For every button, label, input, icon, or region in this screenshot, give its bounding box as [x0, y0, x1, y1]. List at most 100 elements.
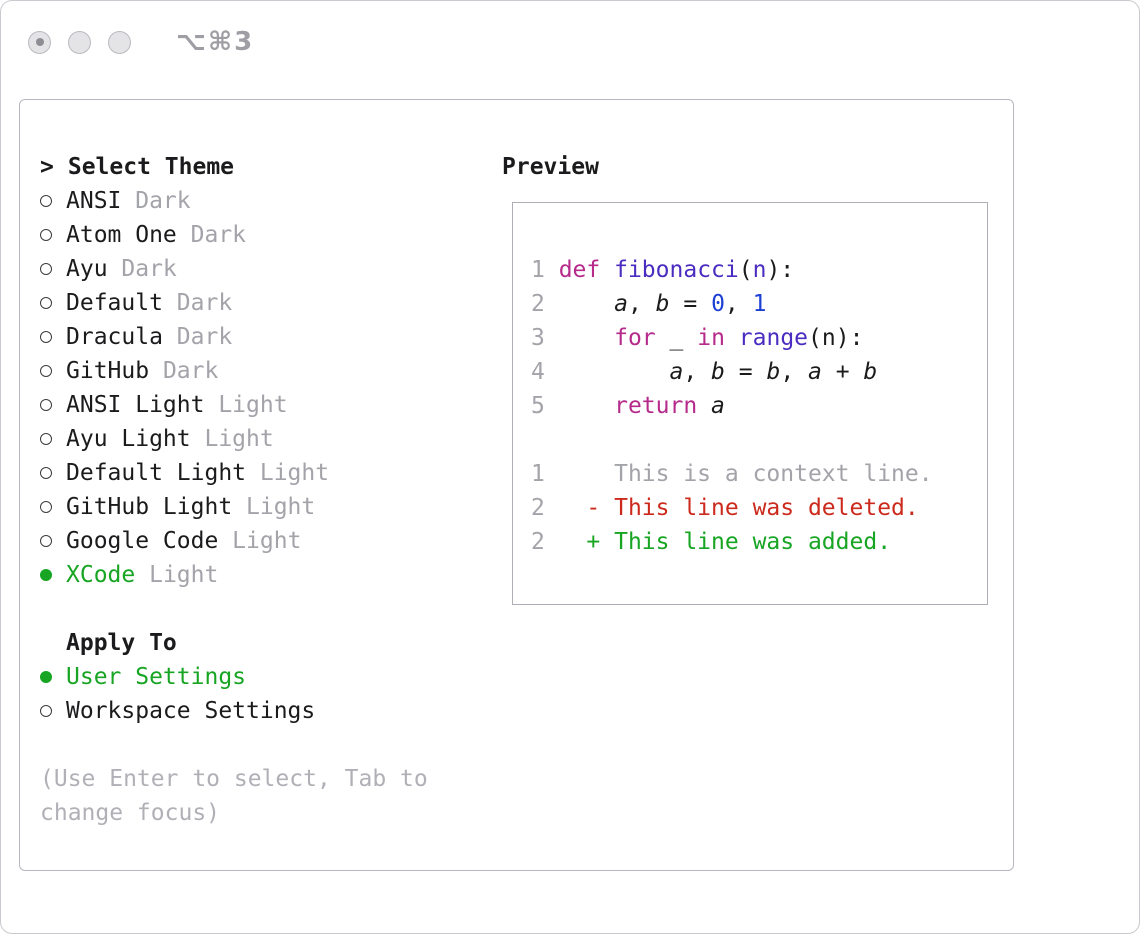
- theme-option-ayu[interactable]: Ayu Dark: [40, 252, 480, 286]
- apply-option-workspace-settings[interactable]: Workspace Settings: [40, 694, 480, 728]
- radio-selected-icon: [40, 671, 52, 683]
- radio-unselected-icon: [40, 433, 52, 445]
- theme-option-xcode[interactable]: XCode Light: [40, 558, 480, 592]
- line-number: 3: [531, 325, 559, 351]
- token-plain: +: [821, 359, 864, 385]
- token-kw: in: [697, 325, 725, 351]
- window-minimize-button[interactable]: [68, 30, 91, 54]
- theme-option-ansi-light[interactable]: ANSI Light Light: [40, 388, 480, 422]
- line-number: 2: [531, 529, 559, 555]
- apply-option-label: User Settings: [66, 664, 247, 690]
- line-number: 5: [531, 393, 559, 419]
- token-it: a: [669, 359, 684, 385]
- preview-title: Preview: [502, 154, 599, 180]
- token-plain: [656, 325, 670, 351]
- token-add: + This line was added.: [558, 529, 892, 555]
- theme-variant-label: Light: [204, 392, 288, 418]
- radio-unselected-icon: [40, 467, 52, 479]
- theme-variant-label: Light: [218, 528, 302, 554]
- radio-unselected-icon: [40, 331, 52, 343]
- radio-unselected-icon: [40, 501, 52, 513]
- theme-option-label: Dracula: [66, 324, 163, 350]
- spacer: [40, 728, 480, 762]
- titlebar: ⌥⌘3: [28, 27, 254, 57]
- token-num: 1: [752, 291, 767, 317]
- theme-option-atom-one[interactable]: Atom One Dark: [40, 218, 480, 252]
- theme-option-label: ANSI Light: [66, 392, 205, 418]
- token-del: - This line was deleted.: [558, 495, 919, 521]
- token-plain: [559, 359, 670, 385]
- token-fn: fibonacci: [614, 257, 739, 283]
- select-theme-title: Select Theme: [67, 154, 235, 180]
- theme-variant-label: Dark: [107, 256, 177, 282]
- code-line-blank: [531, 423, 987, 457]
- token-plain: [559, 291, 614, 317]
- theme-option-label: Ayu Light: [66, 426, 191, 452]
- theme-option-dracula[interactable]: Dracula Dark: [40, 320, 480, 354]
- token-plain: [600, 257, 614, 283]
- token-it: b: [863, 359, 878, 385]
- window-shortcut-label: ⌥⌘3: [176, 27, 255, 57]
- token-plain: ):: [835, 325, 864, 351]
- token-plain: ):: [766, 257, 795, 283]
- theme-option-ayu-light[interactable]: Ayu Light Light: [40, 422, 480, 456]
- theme-variant-label: Light: [135, 562, 219, 588]
- spacer: [40, 592, 480, 626]
- line-number: 1: [531, 257, 559, 283]
- theme-option-label: Default Light: [66, 460, 247, 486]
- theme-option-github-light[interactable]: GitHub Light Light: [40, 490, 480, 524]
- radio-unselected-icon: [40, 195, 52, 207]
- theme-option-default[interactable]: Default Dark: [40, 286, 480, 320]
- token-plain: [683, 325, 697, 351]
- token-kw: def: [558, 257, 601, 283]
- token-plain: ,: [724, 291, 753, 317]
- theme-option-ansi[interactable]: ANSI Dark: [40, 184, 480, 218]
- token-fn: range: [738, 325, 809, 351]
- window-zoom-button[interactable]: [108, 30, 131, 54]
- code-line: 5 return a: [531, 389, 987, 423]
- theme-option-label: GitHub Light: [66, 494, 233, 520]
- token-plain: [697, 393, 711, 419]
- theme-option-google-code[interactable]: Google Code Light: [40, 524, 480, 558]
- apply-option-user-settings[interactable]: User Settings: [40, 660, 480, 694]
- theme-option-label: Ayu: [66, 256, 108, 282]
- code-line: 2 a, b = 0, 1: [531, 287, 987, 321]
- code-line: 2 - This line was deleted.: [531, 491, 987, 525]
- token-it: b: [766, 359, 781, 385]
- token-it: b: [711, 359, 725, 385]
- radio-unselected-icon: [40, 297, 52, 309]
- token-it: b: [655, 291, 670, 317]
- code-line: 2 + This line was added.: [531, 525, 987, 559]
- line-number: 2: [531, 495, 559, 521]
- token-plain: ,: [683, 359, 712, 385]
- radio-unselected-icon: [40, 229, 52, 241]
- radio-unselected-icon: [40, 263, 52, 275]
- token-pm: n: [752, 257, 767, 283]
- token-num: 0: [711, 291, 725, 317]
- theme-variant-label: Dark: [149, 358, 219, 384]
- token-kw: return: [614, 393, 698, 419]
- apply-option-label: Workspace Settings: [66, 698, 316, 724]
- token-plain: _: [669, 325, 684, 351]
- radio-unselected-icon: [40, 365, 52, 377]
- theme-option-default-light[interactable]: Default Light Light: [40, 456, 480, 490]
- token-kw: for: [614, 325, 656, 351]
- focus-dot-icon: [35, 38, 44, 46]
- code-line: 3 for _ in range(n):: [531, 321, 987, 355]
- token-plain: [559, 325, 614, 351]
- theme-option-label: Google Code: [66, 528, 219, 554]
- window-close-button[interactable]: [28, 30, 51, 54]
- token-ctx: This is a context line.: [558, 461, 933, 487]
- prompt-cursor-icon: >: [40, 154, 54, 180]
- token-plain: [725, 325, 739, 351]
- theme-option-github[interactable]: GitHub Dark: [40, 354, 480, 388]
- theme-option-label: XCode: [66, 562, 136, 588]
- theme-variant-label: Dark: [162, 324, 233, 350]
